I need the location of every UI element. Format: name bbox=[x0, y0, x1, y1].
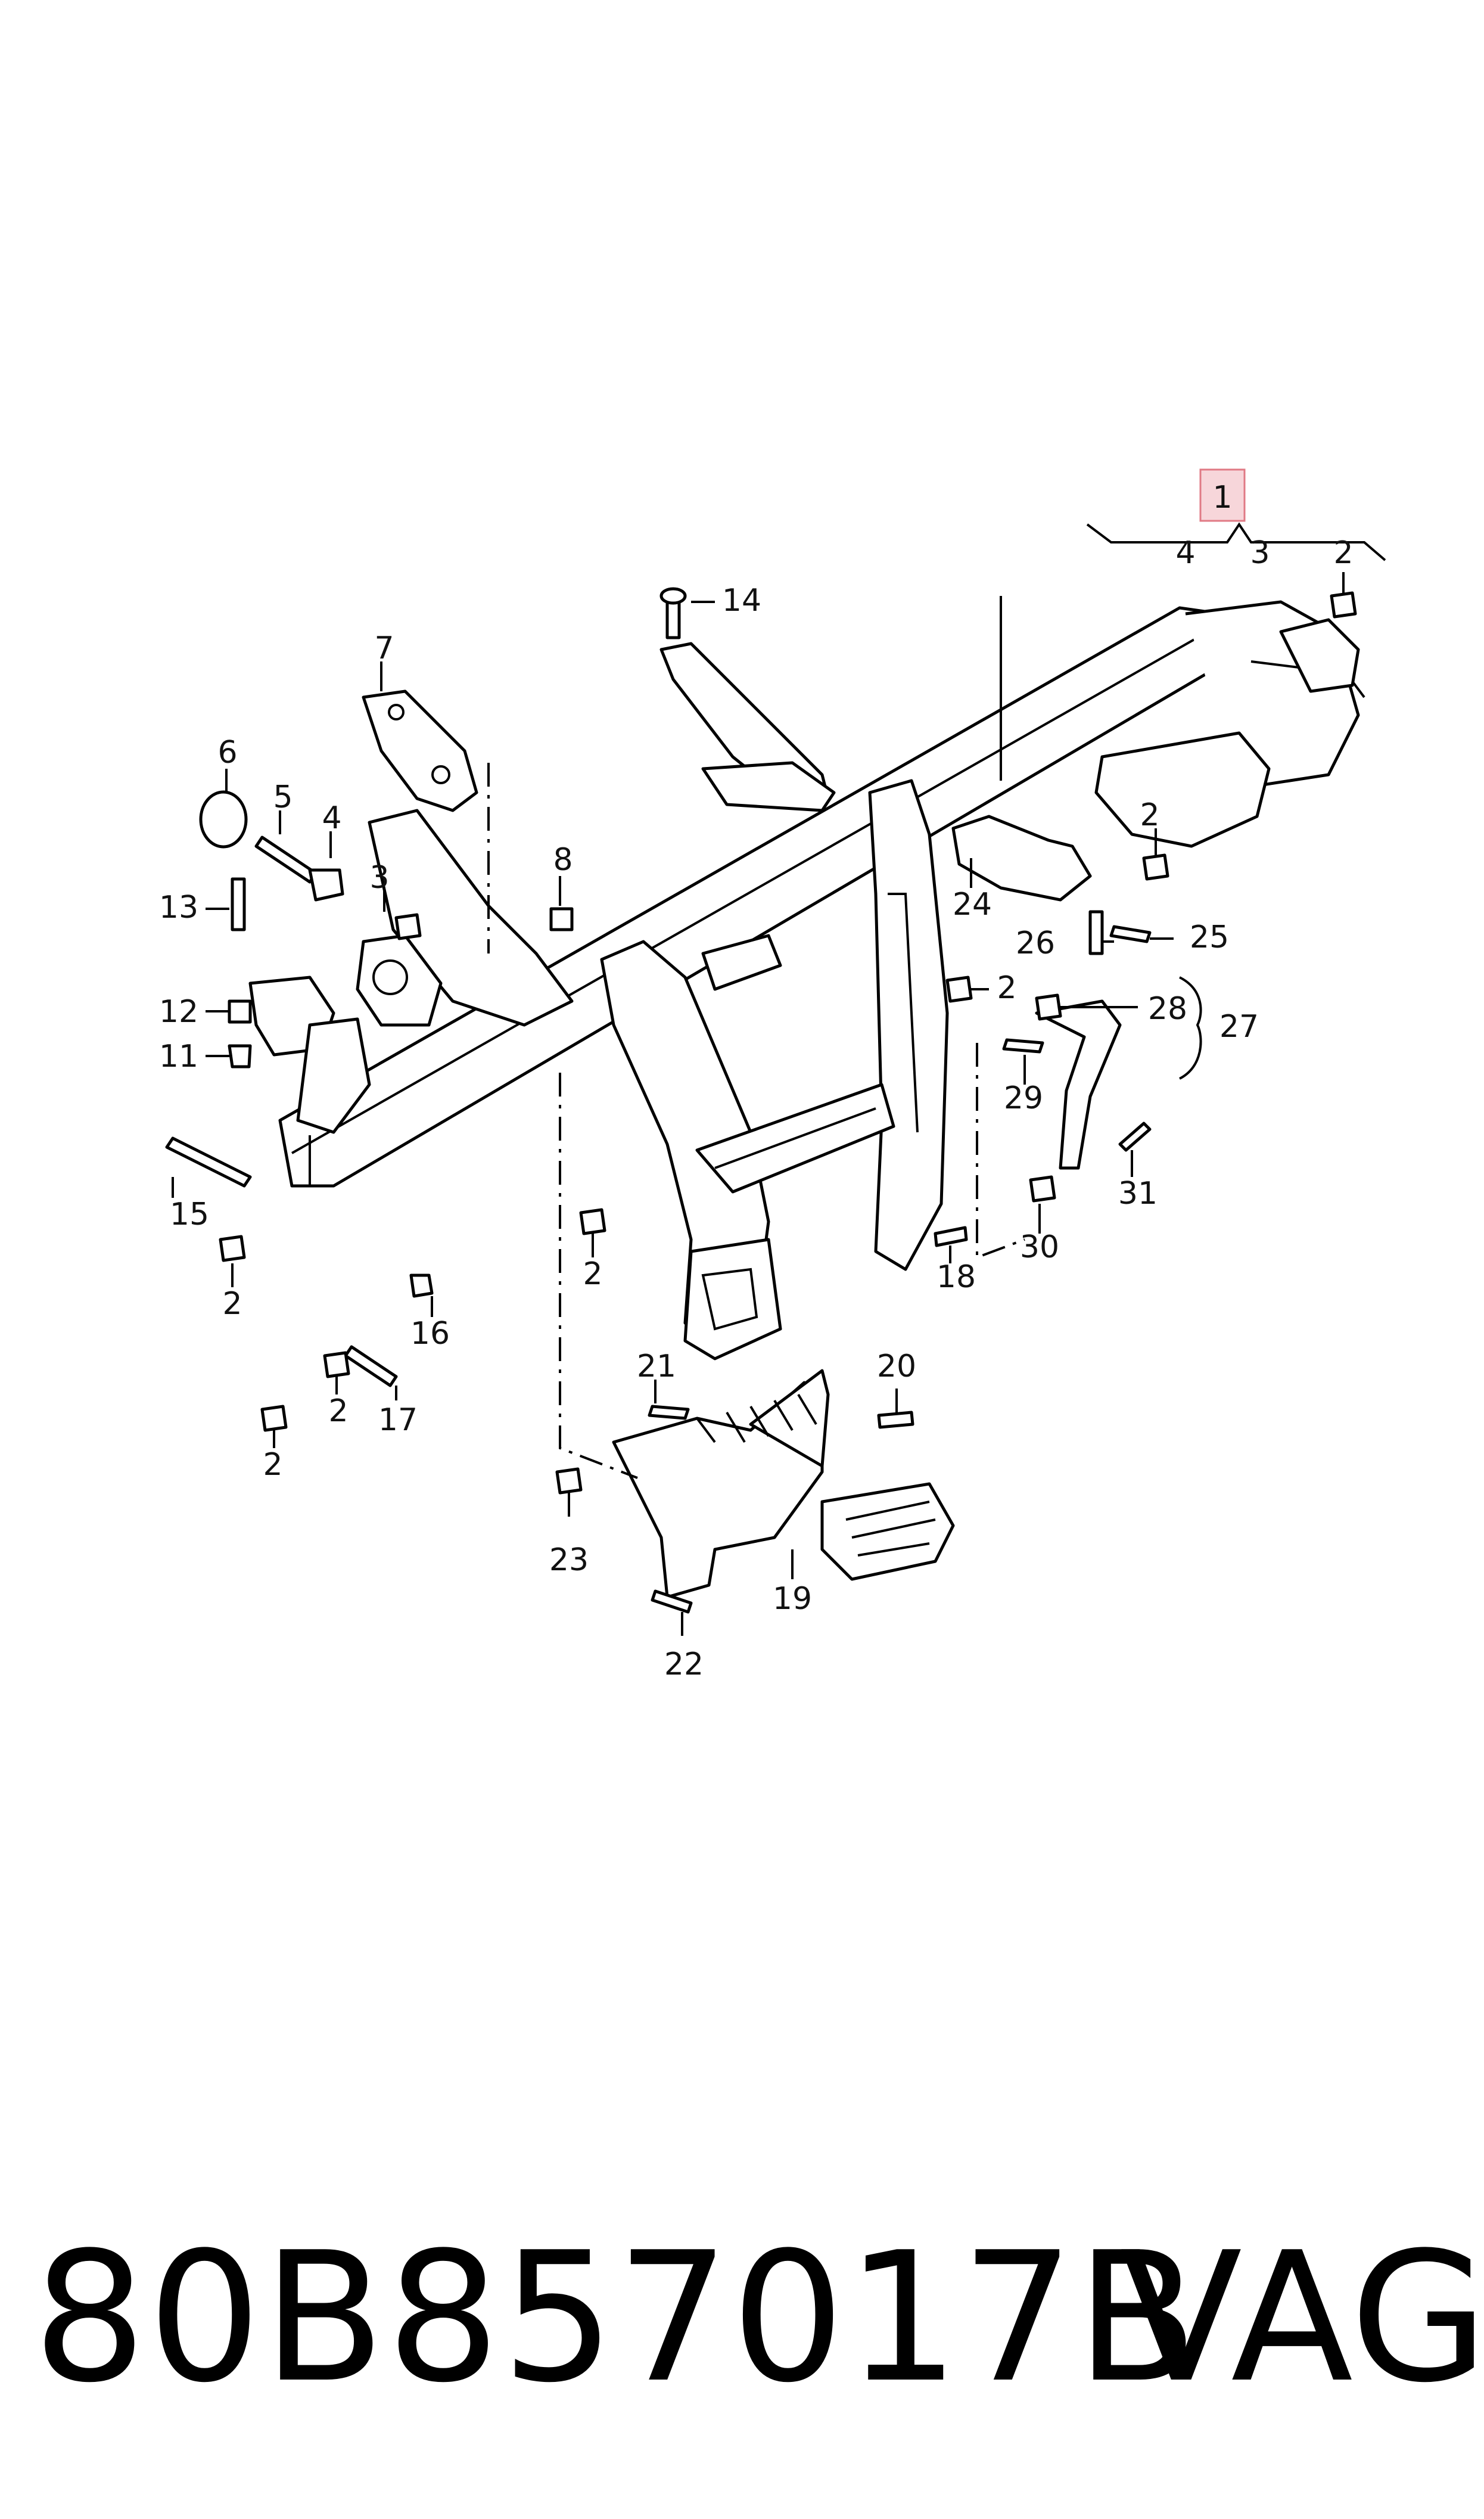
callout-16: 16 bbox=[410, 1316, 450, 1352]
center-support bbox=[600, 779, 949, 1361]
callout-23: 23 bbox=[549, 1542, 589, 1578]
callout-19: 19 bbox=[773, 1581, 812, 1617]
callout-26: 26 bbox=[1016, 925, 1055, 961]
callout-2-left-c: 2 bbox=[263, 1447, 282, 1483]
callout-2-center: 2 bbox=[583, 1256, 602, 1292]
callout-25: 25 bbox=[1190, 920, 1229, 955]
callout-17: 17 bbox=[378, 1402, 418, 1438]
callout-20: 20 bbox=[877, 1349, 916, 1384]
callout-21: 21 bbox=[637, 1349, 676, 1384]
callout-12: 12 bbox=[159, 994, 198, 1030]
bracket-group-27 bbox=[1179, 976, 1202, 1080]
bracket-27 bbox=[1035, 999, 1122, 1170]
callout-11: 11 bbox=[159, 1039, 198, 1074]
callout-22: 22 bbox=[664, 1647, 704, 1682]
bracket-group-1 bbox=[1086, 522, 1386, 561]
callout-14: 14 bbox=[722, 583, 761, 619]
callout-3-top: 3 bbox=[1250, 535, 1270, 571]
callout-2-right-b: 2 bbox=[997, 970, 1016, 1006]
part-number: 80B857017B bbox=[33, 2214, 1200, 2422]
left-support-bracket bbox=[248, 809, 574, 1134]
leader-lines bbox=[172, 572, 1345, 1636]
callout-28: 28 bbox=[1148, 991, 1187, 1027]
fasteners bbox=[165, 587, 1357, 1614]
callout-27: 27 bbox=[1219, 1009, 1259, 1045]
brand-name: VAG bbox=[1120, 2214, 1484, 2422]
callout-2-left-b: 2 bbox=[328, 1393, 348, 1429]
callout-8: 8 bbox=[553, 842, 573, 878]
callout-15: 15 bbox=[170, 1197, 209, 1232]
callout-7: 7 bbox=[374, 630, 394, 666]
cross-car-beam bbox=[278, 600, 1365, 1188]
assembly-lines bbox=[487, 763, 1025, 1479]
callout-labels: 1 4 3 2 14 7 6 5 4 3 13 8 12 11 15 2 16 … bbox=[159, 468, 1354, 1682]
callout-5: 5 bbox=[273, 779, 293, 815]
callout-18: 18 bbox=[937, 1259, 976, 1295]
callout-29: 29 bbox=[1004, 1080, 1043, 1116]
callout-1-highlight bbox=[1199, 468, 1246, 522]
callout-6: 6 bbox=[217, 735, 237, 771]
group-brackets bbox=[1086, 522, 1386, 1080]
callout-2-left-a: 2 bbox=[222, 1286, 242, 1322]
callout-2-top: 2 bbox=[1333, 535, 1353, 571]
callout-1: 1 bbox=[1212, 480, 1232, 515]
callout-30: 30 bbox=[1020, 1229, 1059, 1265]
upper-strut-14 bbox=[659, 642, 836, 812]
callout-24: 24 bbox=[953, 887, 992, 923]
callout-4-top: 4 bbox=[1175, 535, 1195, 571]
callout-13: 13 bbox=[159, 890, 198, 925]
callout-31: 31 bbox=[1118, 1176, 1158, 1212]
callout-3-left: 3 bbox=[369, 860, 389, 896]
bracket-24 bbox=[951, 815, 1092, 902]
callout-4-left: 4 bbox=[322, 800, 341, 836]
bracket-7 bbox=[362, 689, 478, 812]
bracket-19 bbox=[612, 1369, 955, 1599]
callout-2-right-a: 2 bbox=[1140, 797, 1159, 833]
